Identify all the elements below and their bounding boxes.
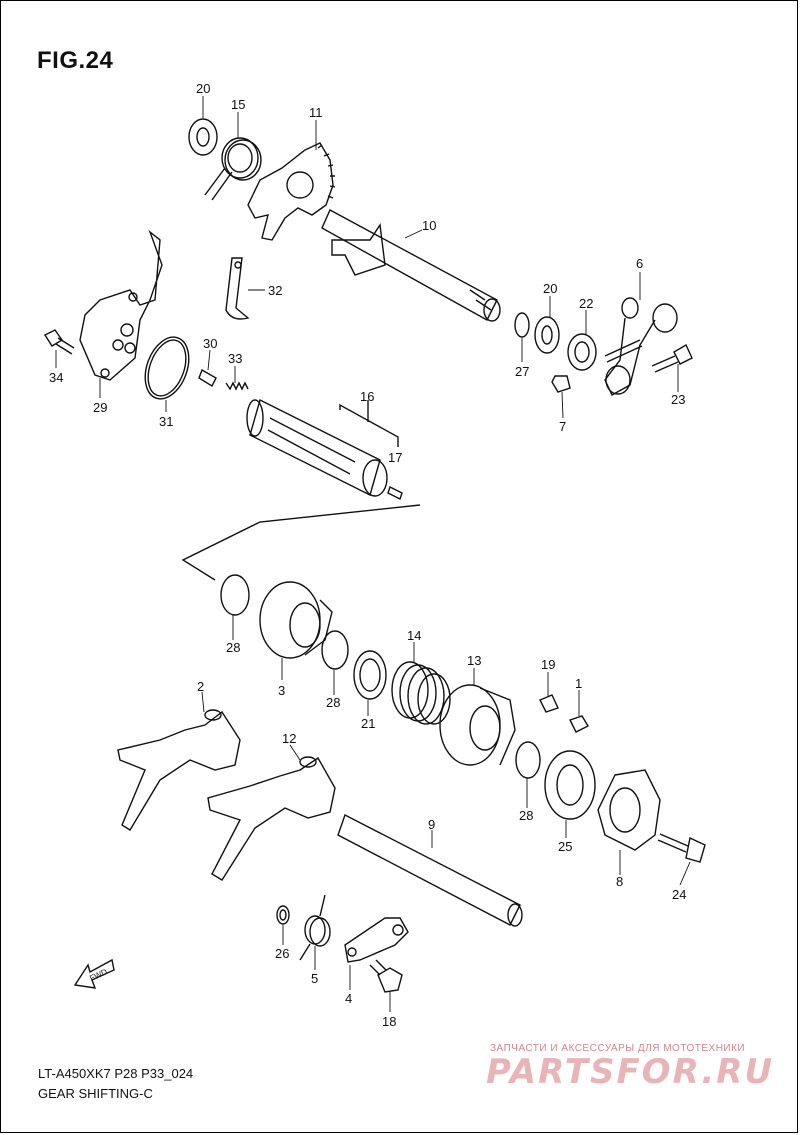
part-17-pin[interactable] bbox=[387, 486, 403, 500]
label-5: 5 bbox=[311, 971, 318, 986]
part-8-gear[interactable] bbox=[597, 769, 661, 851]
part-26-washer[interactable] bbox=[276, 905, 290, 925]
part-15-spring[interactable] bbox=[204, 137, 262, 201]
part-19-bolt[interactable] bbox=[539, 694, 559, 713]
label-31: 31 bbox=[159, 414, 173, 429]
label-17: 17 bbox=[388, 450, 402, 465]
label-28b: 28 bbox=[326, 695, 340, 710]
watermark-tagline: ЗАПЧАСТИ И АКСЕССУАРЫ ДЛЯ МОТОТЕХНИКИ bbox=[490, 1043, 746, 1054]
figure-title: FIG.24 bbox=[37, 47, 114, 74]
part-10-gearshift-shaft[interactable] bbox=[321, 209, 501, 322]
part-18-bolt[interactable] bbox=[369, 959, 403, 993]
part-29-cover[interactable] bbox=[79, 229, 163, 381]
watermark-logo: PARTSFOR.RU bbox=[486, 1052, 775, 1092]
part-12-shift-fork[interactable] bbox=[207, 756, 336, 881]
part-27-circlip-top[interactable] bbox=[514, 312, 530, 338]
label-18: 18 bbox=[382, 1014, 396, 1029]
part-13-cam-driven-gear[interactable] bbox=[439, 684, 516, 766]
part-24-bolt[interactable] bbox=[657, 833, 706, 863]
label-16: 16 bbox=[360, 389, 374, 404]
leader-16 bbox=[339, 400, 399, 447]
label-1: 1 bbox=[575, 676, 582, 691]
part-1-nut[interactable] bbox=[569, 715, 589, 733]
part-25-bearing[interactable] bbox=[544, 750, 596, 820]
part-20-washer-right[interactable] bbox=[534, 316, 560, 354]
label-20: 20 bbox=[196, 81, 210, 96]
part-30-pin[interactable] bbox=[198, 368, 217, 387]
label-28a: 28 bbox=[226, 640, 240, 655]
label-23: 23 bbox=[671, 392, 685, 407]
label-9: 9 bbox=[428, 817, 435, 832]
label-14: 14 bbox=[407, 628, 421, 643]
leader-lines bbox=[55, 96, 691, 1012]
label-32: 32 bbox=[268, 283, 282, 298]
part-14-spring[interactable] bbox=[391, 661, 451, 725]
label-24: 24 bbox=[672, 887, 686, 902]
label-19: 19 bbox=[541, 657, 555, 672]
part-28-circlip-c[interactable] bbox=[515, 741, 541, 779]
label-34: 34 bbox=[49, 370, 63, 385]
part-33-spring[interactable] bbox=[225, 381, 249, 391]
part-23-bolt[interactable] bbox=[651, 344, 693, 373]
label-22: 22 bbox=[579, 296, 593, 311]
part-32-stopper[interactable] bbox=[225, 257, 250, 320]
label-13: 13 bbox=[467, 653, 481, 668]
label-2: 2 bbox=[197, 679, 204, 694]
label-12: 12 bbox=[282, 731, 296, 746]
part-28-circlip-b[interactable] bbox=[321, 630, 349, 670]
label-29: 29 bbox=[93, 400, 107, 415]
part-5-spring[interactable] bbox=[299, 894, 331, 961]
label-25: 25 bbox=[558, 839, 572, 854]
section-title: GEAR SHIFTING-C bbox=[38, 1086, 153, 1101]
label-21: 21 bbox=[361, 716, 375, 731]
part-16-gearshift-cam[interactable] bbox=[246, 398, 388, 497]
part-34-bolt[interactable] bbox=[43, 329, 75, 355]
part-21-washer[interactable] bbox=[353, 650, 387, 700]
label-6: 6 bbox=[636, 256, 643, 271]
label-26: 26 bbox=[275, 946, 289, 961]
label-11: 11 bbox=[309, 105, 323, 120]
label-15: 15 bbox=[231, 97, 245, 112]
part-3-cam-driven-gear[interactable] bbox=[259, 581, 333, 659]
part-20-washer-top[interactable] bbox=[188, 118, 218, 156]
part-11-gearshift-arm[interactable] bbox=[247, 142, 336, 241]
label-3: 3 bbox=[278, 683, 285, 698]
part-6-arm-assembly[interactable] bbox=[604, 297, 678, 396]
label-7: 7 bbox=[559, 419, 566, 434]
label-20b: 20 bbox=[543, 281, 557, 296]
model-code: LT-A450XK7 P28 P33_024 bbox=[38, 1066, 194, 1081]
leader-group bbox=[181, 504, 421, 581]
part-labels: 20 15 11 10 32 34 29 31 30 33 16 17 6 20… bbox=[49, 81, 686, 1029]
label-33: 33 bbox=[228, 351, 242, 366]
label-30: 30 bbox=[203, 336, 217, 351]
label-10: 10 bbox=[422, 218, 436, 233]
part-4-stopper-arm[interactable] bbox=[344, 917, 409, 963]
part-9-fork-shaft[interactable] bbox=[337, 814, 523, 927]
part-31-o-ring[interactable] bbox=[137, 331, 196, 405]
label-8: 8 bbox=[616, 874, 623, 889]
part-28-circlip-a[interactable] bbox=[220, 574, 250, 616]
part-2-shift-fork[interactable] bbox=[117, 709, 241, 831]
label-28c: 28 bbox=[519, 808, 533, 823]
fwd-label: FWD bbox=[88, 967, 109, 983]
fwd-arrow-icon bbox=[73, 958, 115, 989]
part-6-bolt[interactable] bbox=[604, 339, 643, 363]
part-22-bearing[interactable] bbox=[567, 333, 597, 371]
label-27: 27 bbox=[515, 364, 529, 379]
label-4: 4 bbox=[345, 991, 352, 1006]
part-7-nut[interactable] bbox=[551, 375, 571, 393]
